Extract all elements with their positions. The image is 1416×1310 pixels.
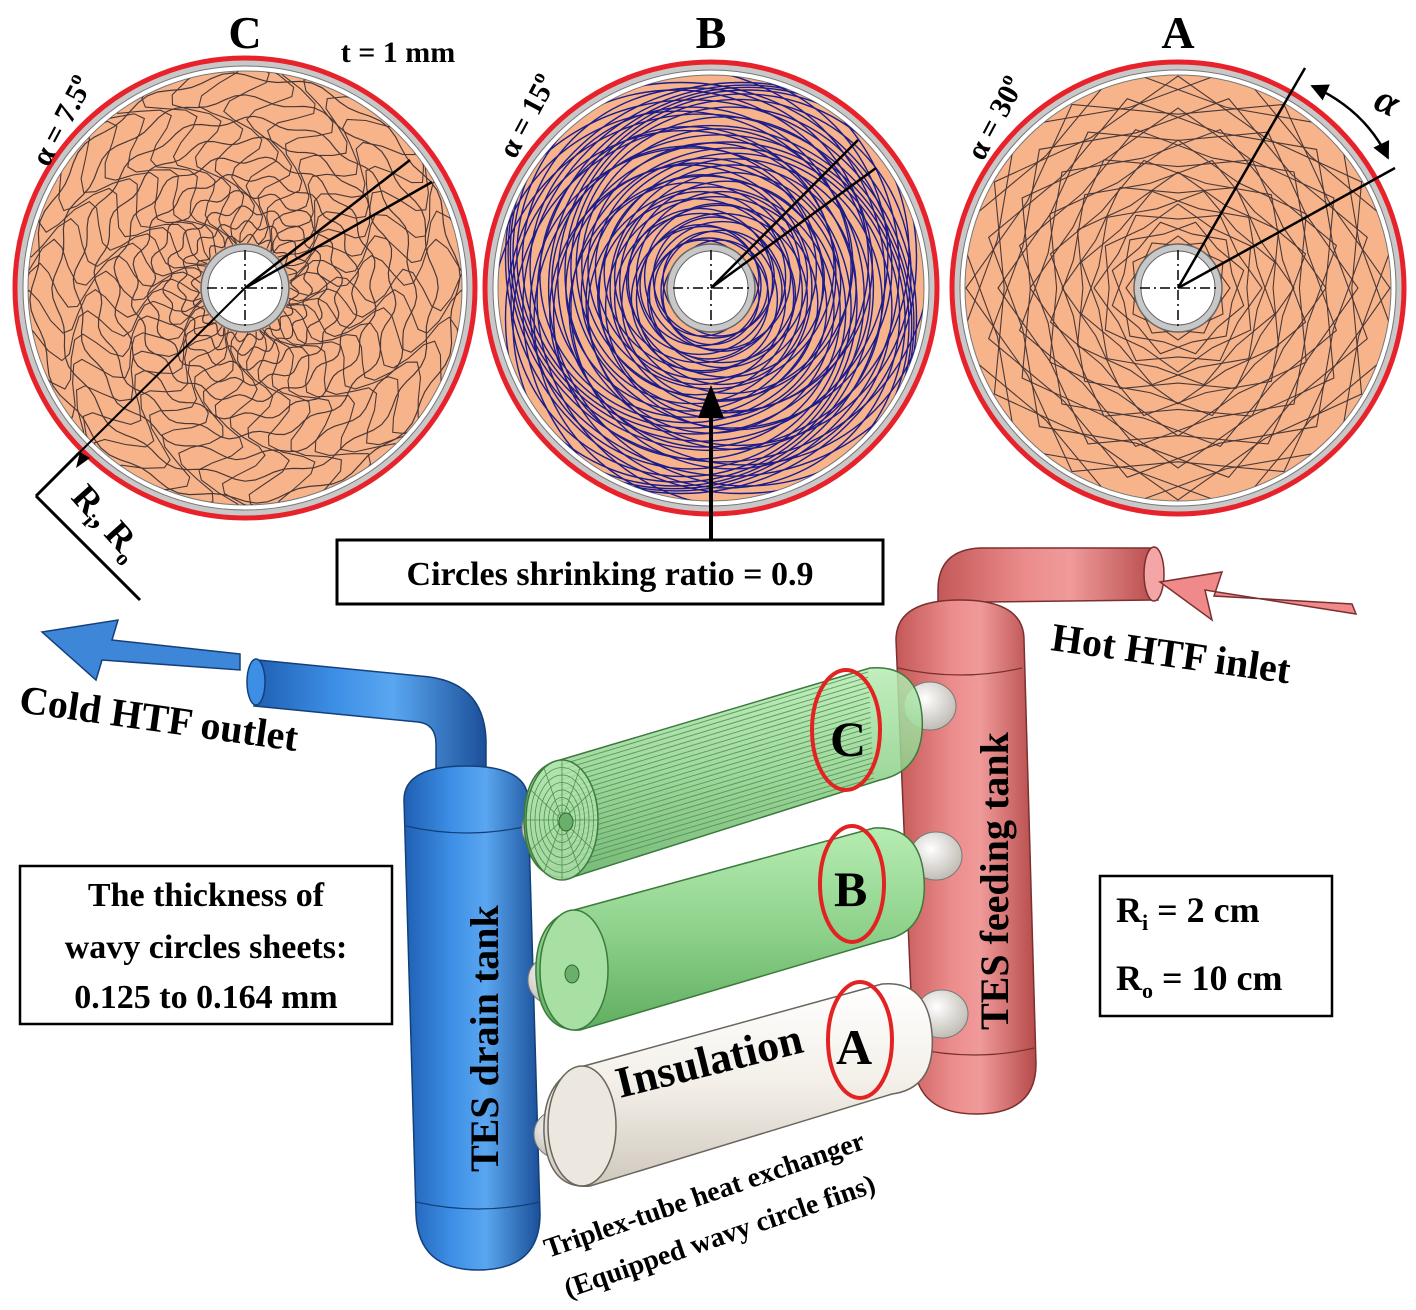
ri-sub: i xyxy=(1142,910,1148,935)
cold-outlet-arrow xyxy=(40,619,241,682)
panel-letter-b: B xyxy=(696,7,727,58)
hot-inlet-label: Hot HTF inlet xyxy=(1049,614,1294,692)
svg-text:Ri = 2 cm: Ri = 2 cm xyxy=(1116,890,1260,935)
tube-letter-b: B xyxy=(834,861,867,917)
drain-tank xyxy=(403,765,541,1271)
panel-letter-c: C xyxy=(228,7,261,58)
tube-c xyxy=(523,667,924,881)
fin-thickness-label: t = 1 mm xyxy=(341,36,456,69)
svg-text:Ro = 10 cm: Ro = 10 cm xyxy=(1116,958,1282,1003)
sheet-thickness-box: The thickness of wavy circles sheets: 0.… xyxy=(18,864,394,1026)
cold-outlet-pipe xyxy=(246,658,487,801)
shrink-ratio-callout: Circles shrinking ratio = 0.9 xyxy=(335,385,885,606)
drain-tank-label: TES drain tank xyxy=(462,904,507,1172)
alpha-dimension-arc xyxy=(1310,84,1390,160)
tube-letter-c: C xyxy=(830,711,866,767)
ri-value: = 2 cm xyxy=(1148,890,1259,930)
ro-value: = 10 cm xyxy=(1153,958,1282,998)
panel-letter-a: A xyxy=(1161,7,1194,58)
sheet-box-line1: The thickness of xyxy=(88,877,325,914)
disc-panel-c xyxy=(12,55,478,521)
tube-a xyxy=(543,980,934,1187)
tube-b xyxy=(535,824,926,1031)
feeding-tank-label: TES feeding tank xyxy=(972,731,1017,1030)
ro-symbol: R xyxy=(1116,958,1143,998)
shrink-ratio-box xyxy=(335,538,885,606)
ri-symbol: R xyxy=(1116,890,1143,930)
disc-panel-a xyxy=(949,59,1407,517)
tube-letter-a: A xyxy=(836,1019,872,1075)
hot-inlet-pipe xyxy=(937,546,1165,651)
sheet-box-line3: 0.125 to 0.164 mm xyxy=(74,979,337,1016)
sheet-box-line2: wavy circles sheets: xyxy=(65,929,348,966)
shrink-ratio-text: Circles shrinking ratio = 0.9 xyxy=(407,556,814,593)
hot-inlet-arrow xyxy=(1158,571,1358,622)
radius-box: Ri = 2 cm Ro = 10 cm xyxy=(1098,874,1334,1018)
alpha-symbol: α xyxy=(1368,75,1408,126)
disc-panel-b xyxy=(482,59,940,517)
ro-sub: o xyxy=(1142,978,1153,1003)
